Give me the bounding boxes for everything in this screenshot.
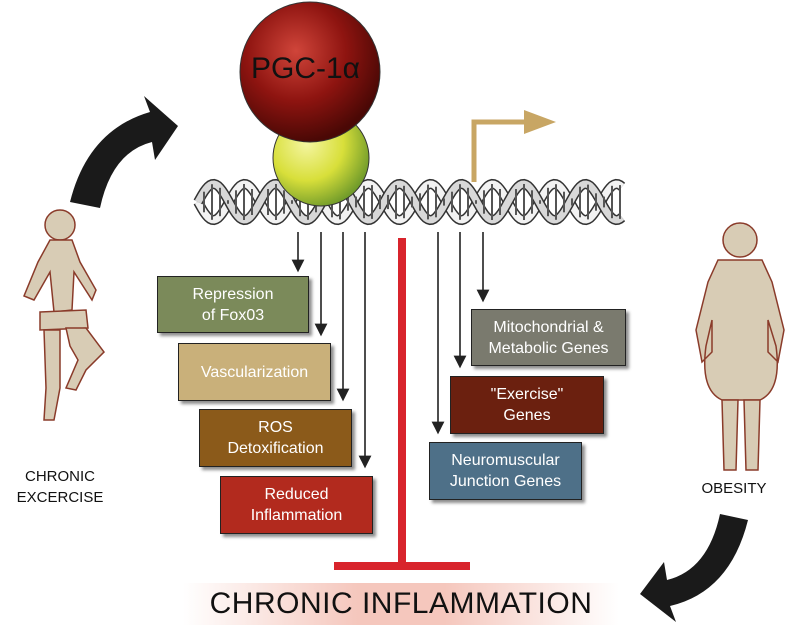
box-line1: Repression xyxy=(192,285,274,303)
box-line2: Inflammation xyxy=(250,507,343,524)
label-line2: EXCERCISE xyxy=(16,489,104,506)
ros-detoxification-box: ROS Detoxification xyxy=(199,409,352,467)
chronic-inflammation-title: CHRONIC INFLAMMATION xyxy=(183,583,619,625)
obesity-label: OBESITY xyxy=(701,480,767,497)
left-arrows xyxy=(291,232,372,469)
box-line1: Mitochondrial & xyxy=(493,318,604,336)
box-line1: Neuromuscular xyxy=(451,452,560,469)
pgc-1a-label: PGC-1α xyxy=(251,52,361,85)
box-line2: Metabolic Genes xyxy=(488,339,609,357)
box-line2: Detoxification xyxy=(227,440,324,457)
obese-figure-icon xyxy=(695,222,785,471)
repression-fox03-box: Repression of Fox03 xyxy=(157,276,309,333)
transcription-start-arrow-icon xyxy=(471,110,556,182)
mitochondrial-metabolic-genes-box: Mitochondrial & Metabolic Genes xyxy=(471,309,626,366)
vascularization-box: Vascularization xyxy=(178,343,331,401)
box-line1: Vascularization xyxy=(200,363,309,381)
curved-arrow-up-icon xyxy=(70,96,178,208)
right-arrows xyxy=(431,232,490,435)
reduced-inflammation-box: Reduced Inflammation xyxy=(220,476,373,534)
curved-arrow-down-icon xyxy=(640,514,748,622)
box-line1: ROS xyxy=(258,419,293,436)
box-line2: Genes xyxy=(503,407,551,424)
box-line2: Junction Genes xyxy=(449,473,562,490)
box-line1: Reduced xyxy=(264,486,329,503)
runner-figure-icon xyxy=(23,209,105,421)
dna-helix xyxy=(193,178,626,226)
box-line1: "Exercise" xyxy=(490,386,564,403)
chronic-exercise-label: CHRONIC EXCERCISE xyxy=(2,466,118,508)
exercise-genes-box: "Exercise" Genes xyxy=(450,376,604,434)
neuromuscular-junction-genes-box: Neuromuscular Junction Genes xyxy=(429,442,582,500)
box-line2: of Fox03 xyxy=(201,306,265,324)
label-line1: CHRONIC xyxy=(25,468,95,485)
pgc-protein-sphere xyxy=(239,1,381,143)
inhibition-bar xyxy=(334,238,470,570)
